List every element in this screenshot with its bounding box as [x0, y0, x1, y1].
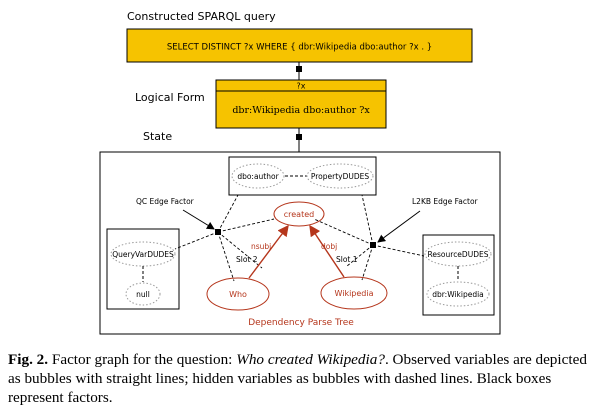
- factor-square: [296, 66, 302, 72]
- logical-form-header: ?x: [297, 82, 306, 91]
- resource-dudes-box: [422, 234, 495, 316]
- sparql-query-box: [126, 28, 473, 63]
- l2kb-factor-square: [370, 242, 376, 248]
- slot2-label: Slot 2: [236, 255, 258, 264]
- queryvar-value-bubble: [125, 282, 161, 306]
- dependency-parse-tree-label: Dependency Parse Tree: [248, 318, 354, 328]
- property-value: dbo:author: [237, 172, 279, 181]
- dobj-edge: [309, 224, 345, 278]
- who-node: [206, 277, 270, 311]
- slot1-label: Slot 1: [336, 255, 358, 264]
- qc-factor-pointer: [182, 209, 215, 230]
- property-type: PropertyDUDES: [311, 172, 370, 181]
- qc-factor-square: [215, 229, 221, 235]
- nsubj-edge: [248, 224, 289, 279]
- queryvar-dudes-box: [106, 228, 180, 310]
- state-heading: State: [143, 130, 172, 143]
- logical-form-box: [215, 90, 387, 129]
- nsubj-label: nsubj: [251, 242, 271, 251]
- created-node: [273, 201, 325, 227]
- resource-type: ResourceDUDES: [428, 250, 489, 259]
- l2kb-edge-factor-label: L2KB Edge Factor: [412, 197, 479, 206]
- dobj-label: dobj: [321, 242, 337, 251]
- resource-value: dbr:Wikipedia: [432, 290, 484, 299]
- qc-edge-factor-label: QC Edge Factor: [136, 197, 195, 206]
- caption-text-2: . Observed variables are depicted as bub…: [8, 351, 587, 406]
- who-label: Who: [229, 290, 247, 299]
- property-dudes-box: [228, 156, 377, 196]
- wikipedia-node: [320, 276, 388, 310]
- wikipedia-label: Wikipedia: [334, 289, 373, 298]
- sparql-heading: Constructed SPARQL query: [127, 10, 276, 23]
- caption-label: Fig. 2.: [8, 351, 49, 368]
- factor-graph-diagram: Constructed SPARQL query Logical Form St…: [99, 10, 501, 335]
- logical-form-text: dbr:Wikipedia dbo:author ?x: [232, 105, 370, 116]
- factor-edges: [174, 194, 425, 282]
- caption-text-1: Factor graph for the question:: [48, 351, 237, 368]
- resource-value-bubble: [426, 281, 490, 307]
- queryvar-type: QueryVarDUDES: [112, 250, 174, 259]
- property-type-bubble: [306, 163, 374, 189]
- l2kb-factor-pointer: [377, 210, 421, 243]
- resource-type-bubble: [424, 241, 492, 267]
- queryvar-value: null: [136, 290, 150, 299]
- logical-form-heading: Logical Form: [135, 91, 205, 104]
- figure-caption: Fig. 2. Factor graph for the question: W…: [8, 350, 596, 407]
- created-label: created: [284, 210, 314, 219]
- sparql-query-text: SELECT DISTINCT ?x WHERE { dbr:Wikipedia…: [167, 43, 432, 53]
- state-frame: [99, 151, 501, 335]
- property-value-bubble: [231, 163, 285, 189]
- factor-square: [296, 134, 302, 140]
- caption-question: Who created Wikipedia?: [236, 351, 385, 368]
